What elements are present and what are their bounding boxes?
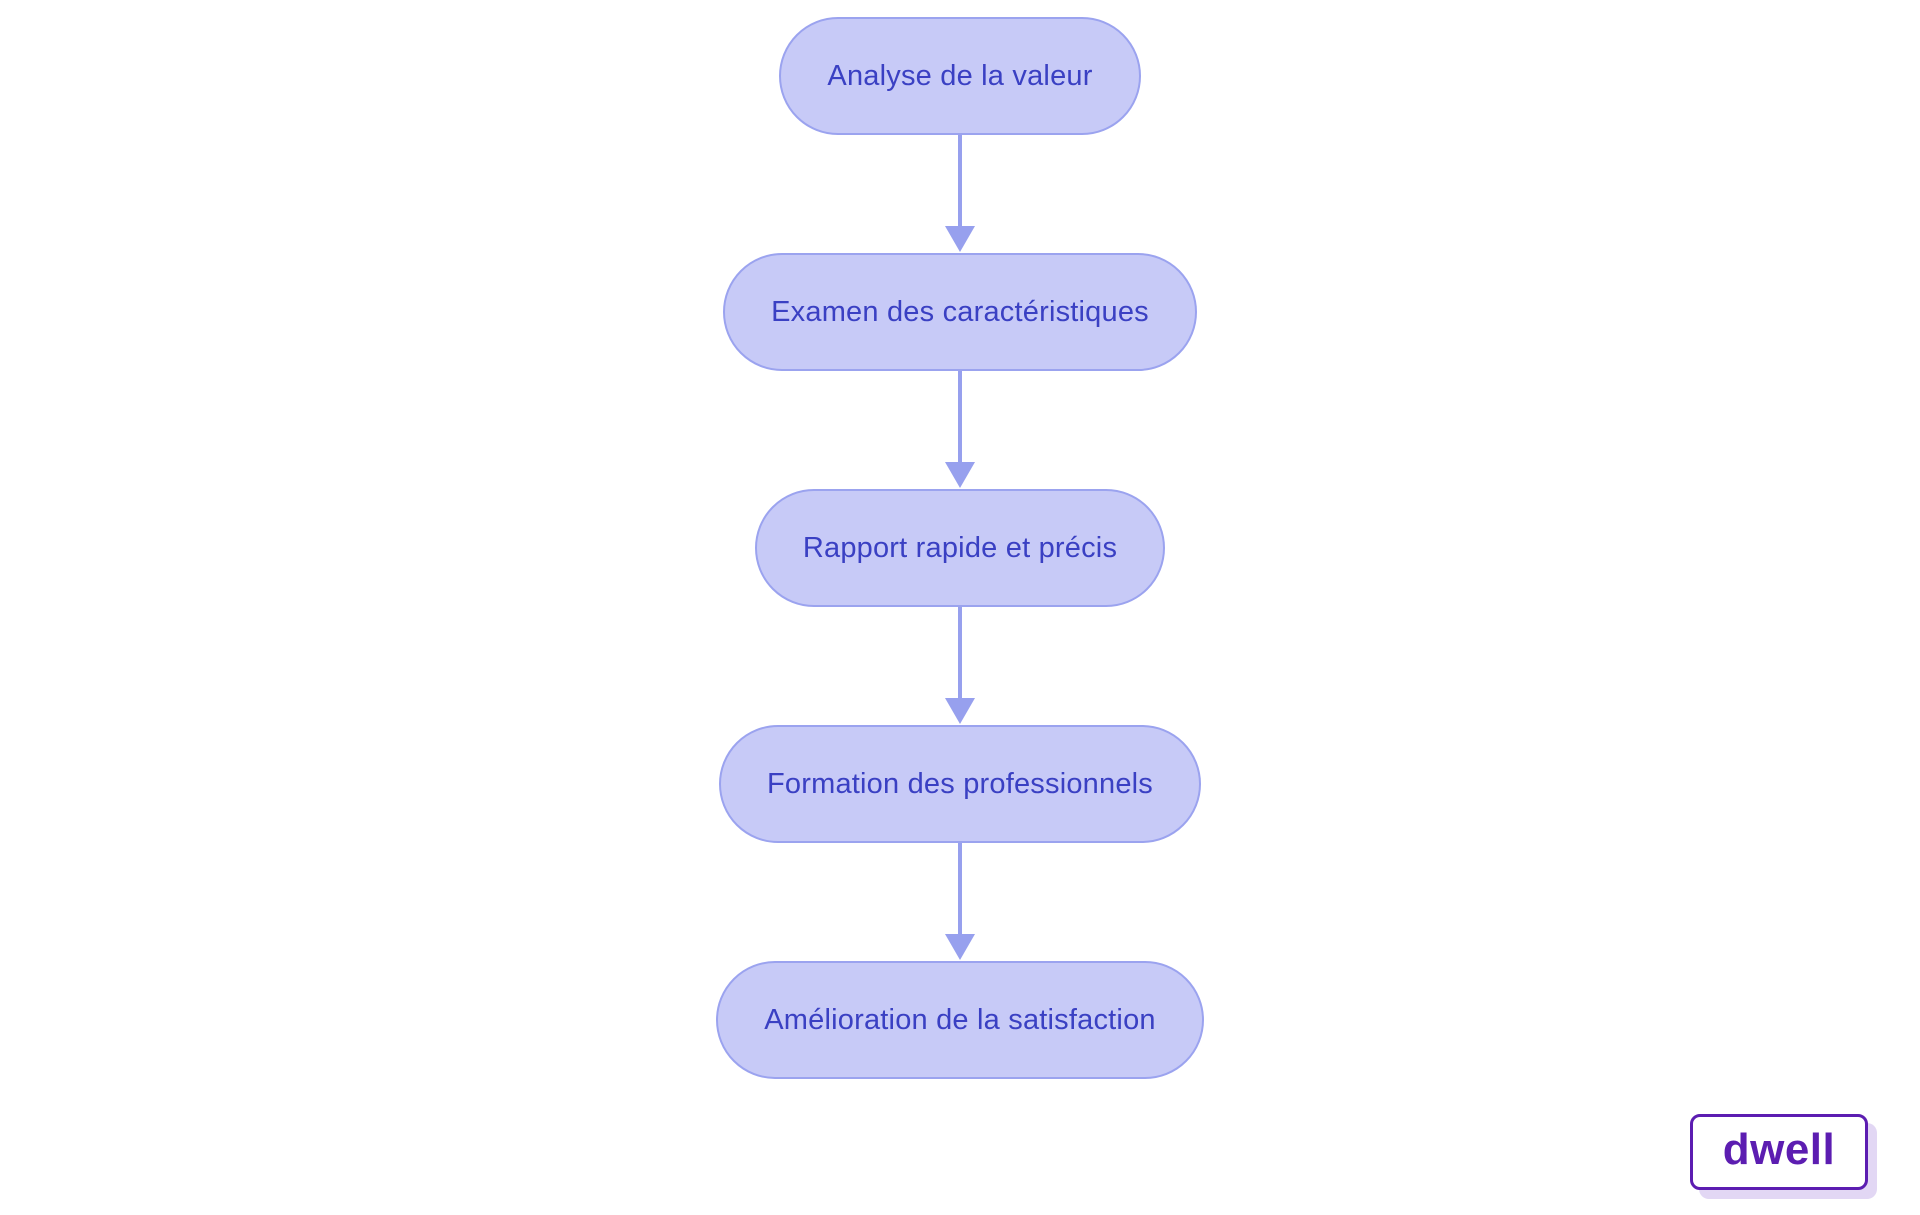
flow-node-label: Rapport rapide et précis [802, 531, 1118, 564]
dwell-logo-text: dwell [1722, 1125, 1836, 1174]
arrow-shaft [958, 843, 962, 936]
arrow-shaft [958, 371, 962, 464]
flowchart: Analyse de la valeur Examen des caractér… [0, 17, 1920, 1079]
flow-node-label: Formation des professionnels [766, 767, 1153, 800]
arrow-shaft [958, 135, 962, 228]
flow-node-examen-caracteristiques: Examen des caractéristiques [723, 253, 1197, 371]
dwell-logo: dwell [1690, 1114, 1868, 1190]
flow-node-analyse-valeur: Analyse de la valeur [779, 17, 1141, 135]
arrow-head-icon [945, 934, 975, 960]
arrow-connector-4 [943, 843, 977, 961]
arrow-head-icon [945, 462, 975, 488]
arrow-head-icon [945, 226, 975, 252]
arrow-connector-1 [943, 135, 977, 253]
arrow-connector-2 [943, 371, 977, 489]
flow-node-label: Amélioration de la satisfaction [764, 1003, 1156, 1036]
flow-node-formation-professionnels: Formation des professionnels [718, 725, 1201, 843]
arrow-head-icon [945, 698, 975, 724]
arrow-connector-3 [943, 607, 977, 725]
flow-node-rapport-rapide: Rapport rapide et précis [754, 489, 1166, 607]
arrow-shaft [958, 607, 962, 700]
flow-node-amelioration-satisfaction: Amélioration de la satisfaction [716, 961, 1204, 1079]
flow-node-label: Examen des caractéristiques [771, 295, 1149, 328]
flow-node-label: Analyse de la valeur [827, 59, 1093, 92]
